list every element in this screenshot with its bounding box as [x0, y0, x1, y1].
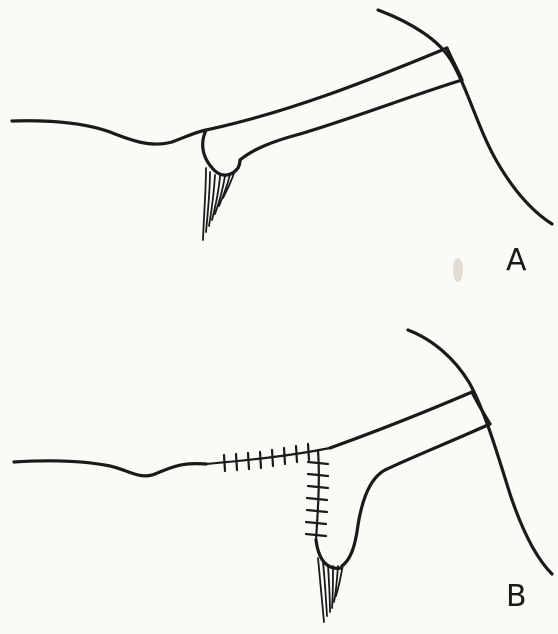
panel-b-pocket: [316, 540, 342, 568]
panel-a-label: A: [506, 246, 527, 276]
panel-a-right-contour: [378, 10, 552, 224]
panel-b-drawing: [14, 330, 552, 622]
panel-b-lower-line: [342, 424, 490, 566]
panel-b-crossbar: [472, 392, 490, 424]
panel-a-crossbar: [447, 48, 462, 80]
panel-a-drawing: [12, 10, 552, 282]
panel-b-right-contour: [408, 330, 552, 574]
panel-a-fringe: [203, 168, 235, 240]
panel-b-left-line: [14, 461, 206, 476]
panel-a-lower-line: [240, 80, 462, 160]
panel-a-upper-line: [12, 48, 447, 144]
panel-a-pocket: [203, 130, 240, 175]
panel-a-smudge: [453, 258, 463, 282]
panel-b-label: B: [506, 582, 527, 612]
